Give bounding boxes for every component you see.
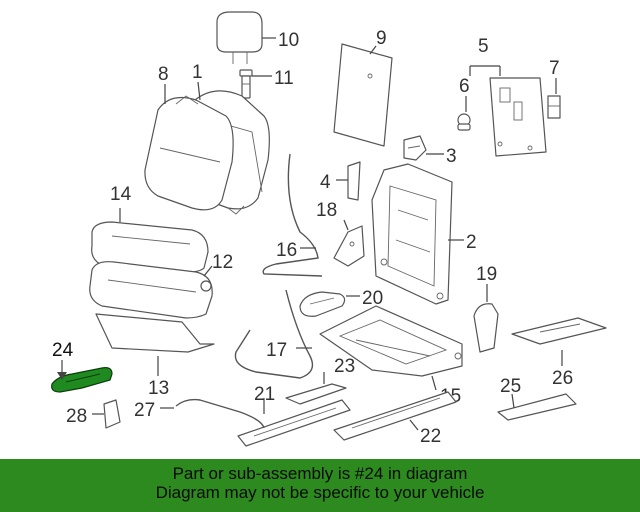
part-side-cover[interactable]: [473, 303, 499, 353]
callout-16[interactable]: 16: [276, 240, 297, 261]
callout-24[interactable]: 24: [52, 340, 74, 361]
part-panel-hook[interactable]: [547, 95, 561, 119]
part-floor-mat[interactable]: [511, 317, 607, 345]
part-seat-track-left[interactable]: [237, 399, 351, 447]
part-release-handle[interactable]: [299, 291, 346, 317]
callout-22[interactable]: 22: [420, 426, 441, 447]
leader-line: [343, 219, 349, 231]
part-24-highlighted[interactable]: [51, 367, 113, 393]
part-release-cable[interactable]: [262, 153, 323, 277]
callout-18[interactable]: 18: [316, 200, 337, 221]
callout-20[interactable]: 20: [362, 288, 383, 309]
callout-4[interactable]: 4: [320, 172, 331, 193]
leader-line: [431, 375, 437, 391]
part-panel-clip[interactable]: [457, 113, 471, 131]
part-seatback[interactable]: [144, 95, 234, 211]
banner-line-part: Part or sub-assembly is #24 in diagram: [172, 464, 468, 483]
part-cushion-pad[interactable]: [95, 313, 215, 353]
exploded-parts-diagram: 10 11 8 1 9: [51, 11, 607, 447]
part-link-rod[interactable]: [175, 398, 265, 429]
part-headrest[interactable]: [216, 11, 263, 64]
callout-28[interactable]: 28: [66, 406, 87, 427]
callout-27[interactable]: 27: [134, 400, 155, 421]
leader-line: [203, 265, 213, 277]
part-back-board[interactable]: [333, 43, 393, 147]
part-seat-cushion[interactable]: [89, 261, 213, 319]
callout-2[interactable]: 2: [466, 232, 477, 253]
callout-10[interactable]: 10: [278, 30, 299, 51]
part-seatback-frame[interactable]: [371, 163, 453, 305]
leader-line: [409, 419, 419, 431]
callout-13[interactable]: 13: [148, 378, 169, 399]
callout-8[interactable]: 8: [158, 64, 169, 85]
callout-3[interactable]: 3: [446, 146, 457, 167]
part-seat-track-right[interactable]: [333, 391, 457, 441]
part-seatback-lock[interactable]: [403, 135, 427, 161]
part-hinge-cover[interactable]: [333, 225, 365, 267]
callout-11[interactable]: 11: [274, 68, 294, 89]
callout-9[interactable]: 9: [376, 28, 387, 49]
part-seat-cushion-cover[interactable]: [91, 221, 209, 273]
part-rail-cover[interactable]: [285, 383, 347, 405]
callout-12[interactable]: 12: [212, 252, 233, 273]
leader-line: [369, 45, 377, 55]
callout-19[interactable]: 19: [476, 264, 497, 285]
leader-line: [197, 81, 201, 101]
part-cushion-hook[interactable]: [200, 280, 212, 292]
leader-line: [511, 393, 515, 409]
callout-23[interactable]: 23: [334, 356, 355, 377]
callout-6[interactable]: 6: [459, 76, 470, 97]
callout-17[interactable]: 17: [266, 340, 287, 361]
info-banner: Part or sub-assembly is #24 in diagram D…: [0, 459, 640, 512]
arrow-head: [57, 372, 67, 380]
part-trim-strip[interactable]: [497, 393, 577, 421]
part-cushion-frame[interactable]: [319, 305, 463, 377]
callout-26[interactable]: 26: [552, 368, 573, 389]
callout-5[interactable]: 5: [478, 36, 489, 57]
callout-25[interactable]: 25: [500, 376, 521, 397]
part-headrest-support[interactable]: [239, 69, 253, 99]
callout-1[interactable]: 1: [192, 62, 203, 83]
banner-line-disclaimer: Diagram may not be specific to your vehi…: [155, 483, 485, 502]
callout-21[interactable]: 21: [254, 384, 275, 405]
part-lock-cable[interactable]: [234, 289, 314, 379]
callout-14[interactable]: 14: [110, 184, 132, 205]
part-bracket[interactable]: [347, 161, 361, 201]
callout-7[interactable]: 7: [549, 58, 560, 79]
part-back-panel[interactable]: [489, 77, 547, 157]
part-clip[interactable]: [103, 399, 121, 429]
